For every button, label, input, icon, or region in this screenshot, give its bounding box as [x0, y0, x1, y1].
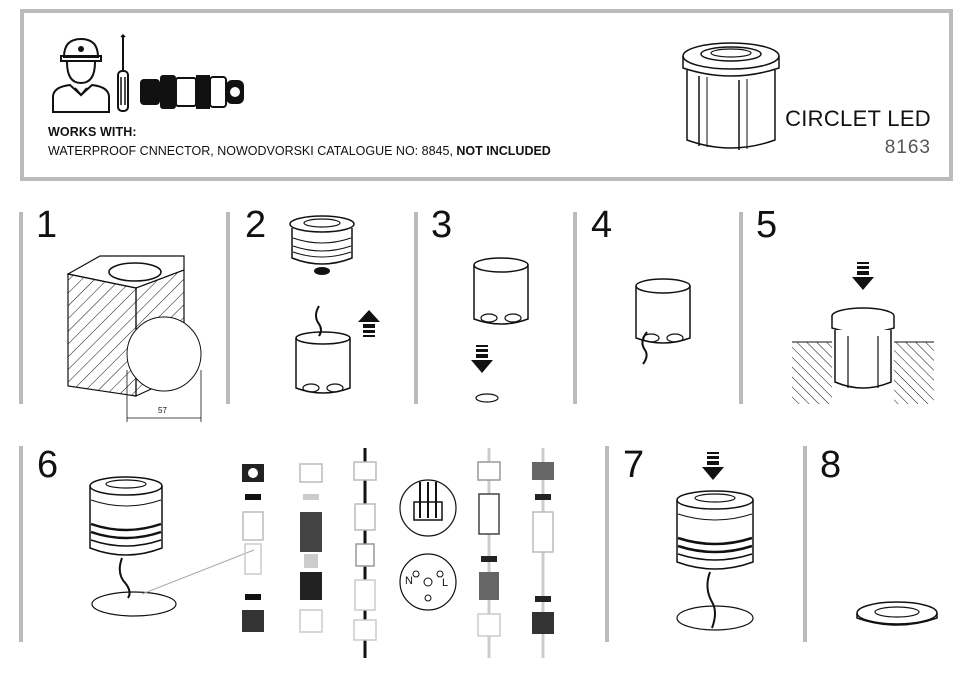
divider-step-3 [414, 212, 418, 404]
connector-exploded-view-2 [299, 463, 323, 633]
step-number-6: 6 [37, 444, 59, 486]
step-3-seal-ring [475, 393, 499, 403]
step-1-drilled-block [66, 255, 202, 422]
pin-label-l: L [442, 577, 449, 589]
step-3-housing [473, 257, 529, 325]
divider-step-5 [739, 212, 743, 404]
divider-step-6 [19, 446, 23, 642]
step-7-lamp-install [676, 490, 754, 631]
connector-exploded-view-5 [532, 448, 554, 658]
worker-icon [52, 37, 110, 113]
step-number-1: 1 [36, 204, 58, 246]
step-6-lamp-with-cable [89, 476, 255, 617]
divider-step-2 [226, 212, 230, 404]
divider-step-7 [605, 446, 609, 642]
pin-label-n: N [405, 575, 413, 587]
step-number-8: 8 [820, 444, 842, 486]
step-5-ground-install [792, 307, 934, 404]
step-number-4: 4 [591, 204, 613, 246]
step-2-housing [295, 305, 351, 394]
step-8-installed-lamp [856, 601, 938, 626]
product-name: CIRCLET LED [785, 106, 931, 131]
connector-exploded-view-3 [353, 448, 377, 658]
works-with-label: WORKS WITH: [48, 125, 137, 139]
connector-pin-detail [399, 479, 457, 611]
step-number-3: 3 [431, 204, 453, 246]
down-arrow-icon [471, 345, 493, 373]
not-included-label: NOT INCLUDED [456, 144, 551, 158]
step-2-lamp-head [289, 215, 355, 275]
step-1-dimension: 57 [158, 406, 167, 415]
up-arrow-icon [358, 310, 380, 337]
connector-exploded-view-1 [242, 464, 264, 632]
step-number-7: 7 [623, 444, 645, 486]
product-lamp-icon [682, 42, 780, 150]
connector-icon [140, 75, 244, 109]
divider-step-8 [803, 446, 807, 642]
screwdriver-icon [117, 33, 129, 112]
header-panel: WORKS WITH: WATERPROOF CNNECTOR, NOWODVO… [20, 9, 953, 181]
product-number: 8163 [884, 137, 931, 158]
connector-exploded-view-4 [477, 448, 501, 658]
compatibility-text: WATERPROOF CNNECTOR, NOWODVORSKI CATALOG… [48, 144, 551, 158]
divider-step-1 [19, 212, 23, 404]
step-number-5: 5 [756, 204, 778, 246]
down-arrow-icon [852, 262, 874, 290]
step-4-housing-with-cable [635, 278, 691, 365]
down-arrow-icon [702, 452, 724, 480]
step-number-2: 2 [245, 204, 267, 246]
divider-step-4 [573, 212, 577, 404]
